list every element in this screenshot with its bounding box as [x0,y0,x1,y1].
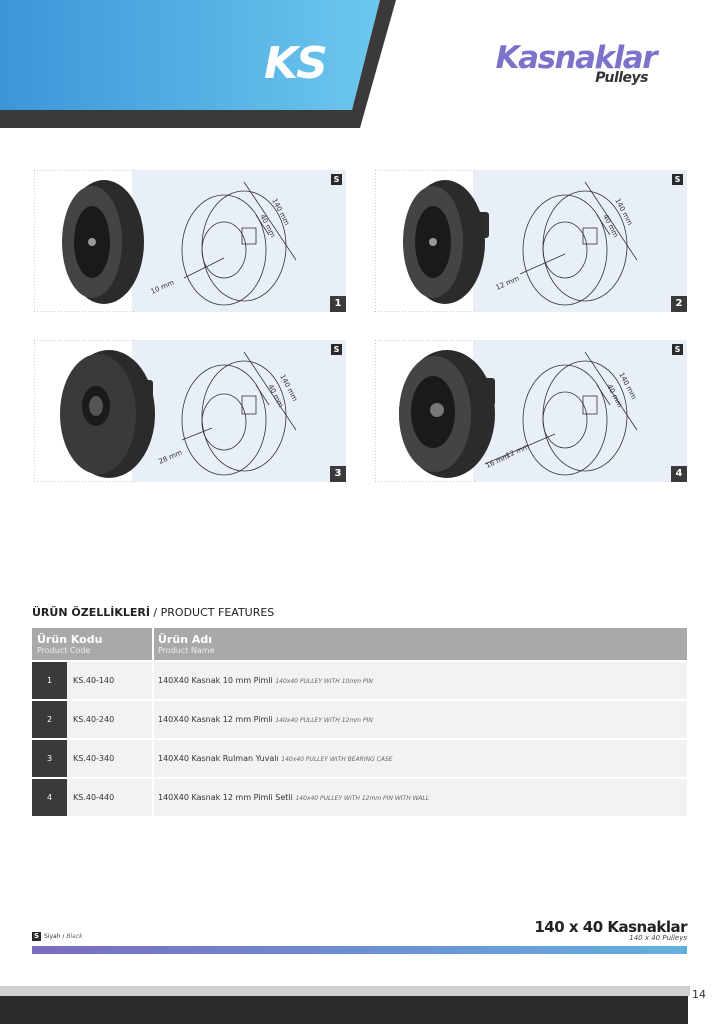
row-number: 4 [32,779,67,816]
technical-drawing [132,170,346,312]
row-name-tr: 140X40 Kasnak 12 mm Pimli Setli [158,793,293,802]
ks-logo: KS [264,38,328,89]
dim-inner: 40 mm [258,213,277,239]
product-number-badge: 1 [330,296,346,312]
page-number: 14 [692,988,706,1001]
row-code: KS.40-240 [73,715,115,724]
pulley-photo: 140 mm 40 mm 12 mm 16 mm [375,340,638,482]
header-code-sublabel: Product Code [37,646,91,655]
row-number: 1 [32,662,67,699]
table-row: 2 KS.40-240 140X40 Kasnak 12 mm Pimli 14… [32,701,687,738]
row-divider [152,701,154,738]
table-row: 1 KS.40-140 140X40 Kasnak 10 mm Pimli 14… [32,662,687,699]
row-name-en: 140x40 PULLEY WITH 10mm PIN [275,678,373,685]
footer-subtitle: 140 x 40 Pulleys [629,934,687,942]
color-badge: S [331,344,342,355]
product-number-badge: 4 [671,466,687,482]
table-row: 3 KS.40-340 140X40 Kasnak Rulman Yuvalı … [32,740,687,777]
header-name-sublabel: Product Name [158,646,215,655]
features-title-bold: ÜRÜN ÖZELLİKLERİ [32,606,150,619]
row-name-tr: 140X40 Kasnak 12 mm Pimli [158,715,273,724]
features-title-rest: / PRODUCT FEATURES [149,606,275,619]
legend-tr: Siyah [44,933,61,940]
product-card-1: 140 mm 40 mm 10 mm S 1 [34,170,346,312]
footer-title: 140 x 40 Kasnaklar [534,918,687,936]
brand-title: Kasnaklar [495,40,658,76]
legend-en: Black [66,933,83,940]
row-name-tr: 140X40 Kasnak Rulman Yuvalı [158,754,279,763]
legend-badge: S [32,932,41,941]
product-features-table: Ürün Kodu Product Code Ürün Adı Product … [32,628,687,816]
dim-pin: 10 mm [150,278,176,295]
legend-sep: / [60,933,67,940]
row-name-tr: 140X40 Kasnak 10 mm Pimli [158,676,273,685]
header-product-code: Ürün Kodu Product Code [37,633,102,656]
row-name: 140X40 Kasnak 10 mm Pimli 140x40 PULLEY … [158,662,373,700]
table-header: Ürün Kodu Product Code Ürün Adı Product … [32,628,687,660]
header-banner [0,0,396,128]
footer-band [0,996,688,1024]
row-divider [152,740,154,777]
footer-gradient-bar [32,946,687,954]
color-badge: S [672,344,683,355]
row-name: 140X40 Kasnak Rulman Yuvalı 140x40 PULLE… [158,740,393,778]
dim-outer: 140 mm [270,197,291,227]
row-name: 140X40 Kasnak 12 mm Pimli Setli 140x40 P… [158,779,429,817]
product-number-badge: 2 [671,296,687,312]
dim-inner: 40 mm [266,383,285,409]
brand-logo: Kasnaklar Pulleys [456,40,658,86]
row-code: KS.40-440 [73,793,115,802]
technical-drawing [473,340,687,482]
pulley-photo: 140 mm 40 mm 28 mm [34,340,299,482]
dim-outer: 140 mm [613,197,634,227]
row-code: KS.40-140 [73,676,115,685]
row-name-en: 140x40 PULLEY WITH 12mm PIN [275,717,373,724]
dim-wall: 16 mm [485,452,511,469]
color-badge: S [331,174,342,185]
pulley-photo: 140 mm 40 mm 10 mm [34,170,297,312]
row-code: KS.40-340 [73,754,115,763]
product-card-2: 140 mm 40 mm 12 mm S 2 [375,170,687,312]
brand-subtitle: Pulleys [595,70,648,86]
row-name-en: 140x40 PULLEY WITH BEARING CASE [281,756,393,763]
header-divider [152,628,154,660]
footer-title-block: 140 x 40 Kasnaklar 140 x 40 Pulleys [534,918,687,942]
header-product-name: Ürün Adı Product Name [158,633,215,656]
dim-pin: 12 mm [495,274,521,291]
header-code-label: Ürün Kodu [37,633,103,646]
color-badge: S [672,174,683,185]
row-divider [152,779,154,816]
technical-drawing [132,340,346,482]
product-card-3: 140 mm 40 mm 28 mm S 3 [34,340,346,482]
header-name-label: Ürün Adı [158,633,213,646]
row-number: 3 [32,740,67,777]
table-row: 4 KS.40-440 140X40 Kasnak 12 mm Pimli Se… [32,779,687,816]
product-card-4: 140 mm 40 mm 12 mm 16 mm S 4 [375,340,687,482]
row-divider [152,662,154,699]
row-number: 2 [32,701,67,738]
product-number-badge: 3 [330,466,346,482]
dim-pin: 28 mm [158,448,184,465]
footer-strip [0,986,690,996]
row-name-en: 140x40 PULLEY WITH 12mm PIN WITH WALL [295,795,430,802]
features-title: ÜRÜN ÖZELLİKLERİ / PRODUCT FEATURES [32,606,274,619]
pulley-photo: 140 mm 40 mm 12 mm [375,170,638,312]
technical-drawing [473,170,687,312]
row-name: 140X40 Kasnak 12 mm Pimli 140x40 PULLEY … [158,701,373,739]
